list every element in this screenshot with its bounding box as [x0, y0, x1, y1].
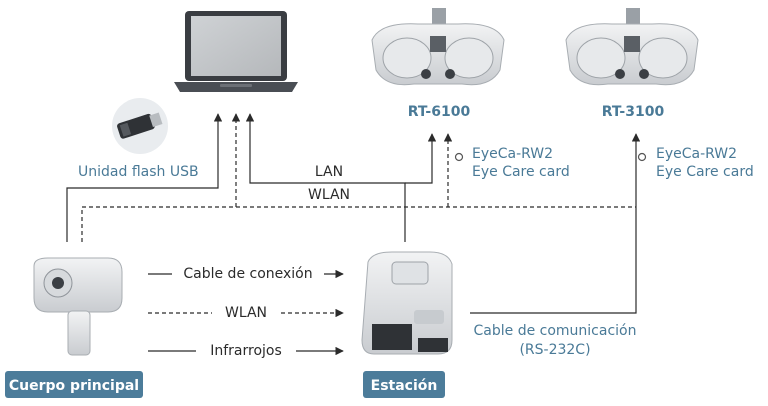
card-marker-icon	[637, 152, 647, 162]
main-body-tag-text: Cuerpo principal	[9, 378, 139, 394]
station-device-icon	[361, 251, 453, 355]
rt6100-phoropter-icon	[371, 8, 505, 86]
wlan-mid-label: WLAN	[225, 305, 267, 321]
main-body-device-icon	[33, 257, 123, 356]
card-1-name: EyeCa-RW2	[472, 146, 553, 162]
card-marker-icon	[454, 152, 464, 162]
wlan-top-label: WLAN	[308, 187, 350, 203]
infrared-label: Infrarrojos	[210, 343, 282, 359]
rs232-label-line1: Cable de comunicación	[474, 323, 637, 339]
rt3100-label: RT-3100	[602, 104, 665, 120]
rt6100-label: RT-6100	[408, 104, 471, 120]
usb-label: Unidad flash USB	[78, 164, 199, 180]
rs232-label-line2: (RS-232C)	[519, 342, 590, 358]
card-2-name: EyeCa-RW2	[656, 146, 737, 162]
card-1-desc: Eye Care card	[472, 164, 570, 180]
usb-flash-drive-icon	[112, 98, 168, 154]
laptop-icon	[174, 11, 298, 92]
lan-label: LAN	[315, 164, 343, 180]
station-tag: Estación	[363, 371, 445, 398]
station-tag-text: Estación	[371, 378, 438, 394]
card-2-desc: Eye Care card	[656, 164, 754, 180]
main-body-tag: Cuerpo principal	[5, 371, 143, 398]
rt3100-phoropter-icon	[565, 8, 699, 86]
cable-connection-label: Cable de conexión	[183, 266, 312, 282]
